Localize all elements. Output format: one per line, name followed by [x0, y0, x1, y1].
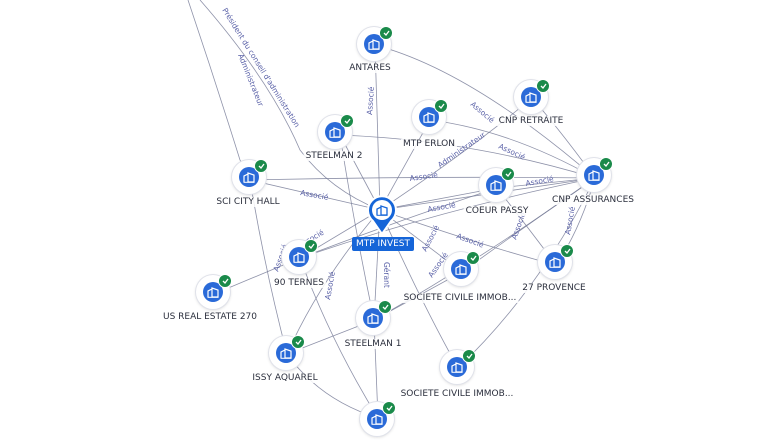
node-bottom[interactable] [358, 400, 398, 440]
building-icon [447, 357, 467, 377]
building-icon [203, 282, 223, 302]
node-label-cnp-assurances: CNP ASSURANCES [550, 195, 636, 205]
building-icon [545, 252, 565, 272]
edge-cnp-sci2 [457, 177, 596, 369]
node-label-steelman-1: STEELMAN 1 [342, 339, 404, 349]
node-label-issy-aquarel: ISSY AQUAREL [250, 373, 320, 383]
building-icon [364, 34, 384, 54]
node-label-mtp-erlon: MTP ERLON [400, 139, 458, 149]
node-label-societe-civile-immob-2: SOCIETE CIVILE IMMOB... [398, 389, 516, 399]
node-label-cnp-retraite: CNP RETRAITE [496, 116, 566, 126]
building-icon [419, 107, 439, 127]
check-icon [254, 159, 268, 173]
edge-coeurpassy-90ternes [299, 187, 498, 259]
edge-center-cnpretraite [379, 97, 533, 211]
node-antares[interactable] [355, 25, 395, 65]
edge-90ternes-bottom [299, 257, 379, 419]
check-icon [378, 300, 392, 314]
node-cnp-retraite[interactable] [512, 78, 552, 118]
building-icon [451, 259, 471, 279]
node-27-provence[interactable] [536, 243, 576, 283]
check-icon [340, 114, 354, 128]
edge-label-associe-2: Associé [300, 188, 330, 202]
edge-label-associe-3: Associé [469, 100, 497, 125]
edge-label-associe-4: Associé [497, 142, 527, 162]
node-steelman-1[interactable] [354, 299, 394, 339]
edge-label-gerant: Gérant [382, 262, 391, 288]
check-icon [218, 274, 232, 288]
check-icon [304, 239, 318, 253]
check-icon [291, 335, 305, 349]
check-icon [560, 244, 574, 258]
edge-steelman1-bottom [373, 319, 379, 419]
building-icon [276, 343, 296, 363]
check-icon [379, 26, 393, 40]
edge-label-associe-8: Associé [455, 231, 485, 249]
node-mtp-erlon[interactable] [410, 98, 450, 138]
edge-center-coeurpassy [379, 187, 498, 211]
node-societe-civile-immob-2[interactable] [438, 348, 478, 388]
building-icon [239, 167, 259, 187]
node-label-us-real-estate-270: US REAL ESTATE 270 [160, 312, 260, 322]
edge-center-scicityhall [249, 179, 381, 211]
edge-cnp-antares [374, 44, 596, 179]
node-steelman-2[interactable] [316, 113, 356, 153]
node-us-real-estate-270[interactable] [194, 273, 234, 313]
node-label-sci-city-hall: SCI CITY HALL [214, 197, 282, 207]
node-cnp-assurances[interactable] [575, 156, 615, 196]
node-societe-civile-immob-1[interactable] [442, 250, 482, 290]
check-icon [466, 251, 480, 265]
center-node-label: MTP INVEST [352, 237, 414, 251]
node-90-ternes[interactable] [280, 238, 320, 278]
building-icon [367, 409, 387, 429]
building-icon [363, 308, 383, 328]
node-issy-aquarel[interactable] [267, 334, 307, 374]
building-icon [486, 175, 506, 195]
check-icon [462, 349, 476, 363]
node-label-societe-civile-immob-1: SOCIETE CIVILE IMMOB... [401, 293, 519, 303]
edge-cnp-mtperlon [429, 119, 596, 179]
map-pin-icon [367, 195, 397, 236]
check-icon [599, 157, 613, 171]
building-icon [289, 247, 309, 267]
edge-label-associe-1: Associé [365, 86, 376, 115]
edge-cnp-scicityhall [249, 176, 596, 181]
edge-cnp-90ternes [299, 177, 596, 259]
edge-center-steelman2 [339, 134, 381, 211]
building-icon [584, 165, 604, 185]
edge-label-associe-5: Associé [409, 170, 439, 183]
node-coeur-passy[interactable] [477, 166, 517, 206]
center-node-mtp-invest[interactable] [364, 192, 400, 255]
node-sci-city-hall[interactable] [230, 158, 270, 198]
node-label-coeur-passy: COEUR PASSY [463, 206, 531, 216]
building-icon [325, 122, 345, 142]
edge-center-27provence [379, 209, 557, 266]
building-icon [521, 87, 541, 107]
node-label-antares: ANTARES [347, 63, 393, 73]
node-label-steelman-2: STEELMAN 2 [303, 151, 365, 161]
edge-cnp-steelman2 [339, 134, 596, 179]
check-icon [382, 401, 396, 415]
edge-center-mtperlon [379, 119, 431, 211]
edge-label-president: Président du conseil d'administration [220, 6, 301, 129]
node-label-90-ternes: 90 TERNES [272, 278, 326, 288]
edge-label-associe-10: Associé [563, 205, 577, 235]
check-icon [364, 240, 400, 259]
check-icon [536, 79, 550, 93]
node-label-27-provence: 27 PROVENCE [520, 283, 588, 293]
edge-top-left-1 [199, 0, 381, 211]
check-icon [501, 167, 515, 181]
check-icon [434, 99, 448, 113]
